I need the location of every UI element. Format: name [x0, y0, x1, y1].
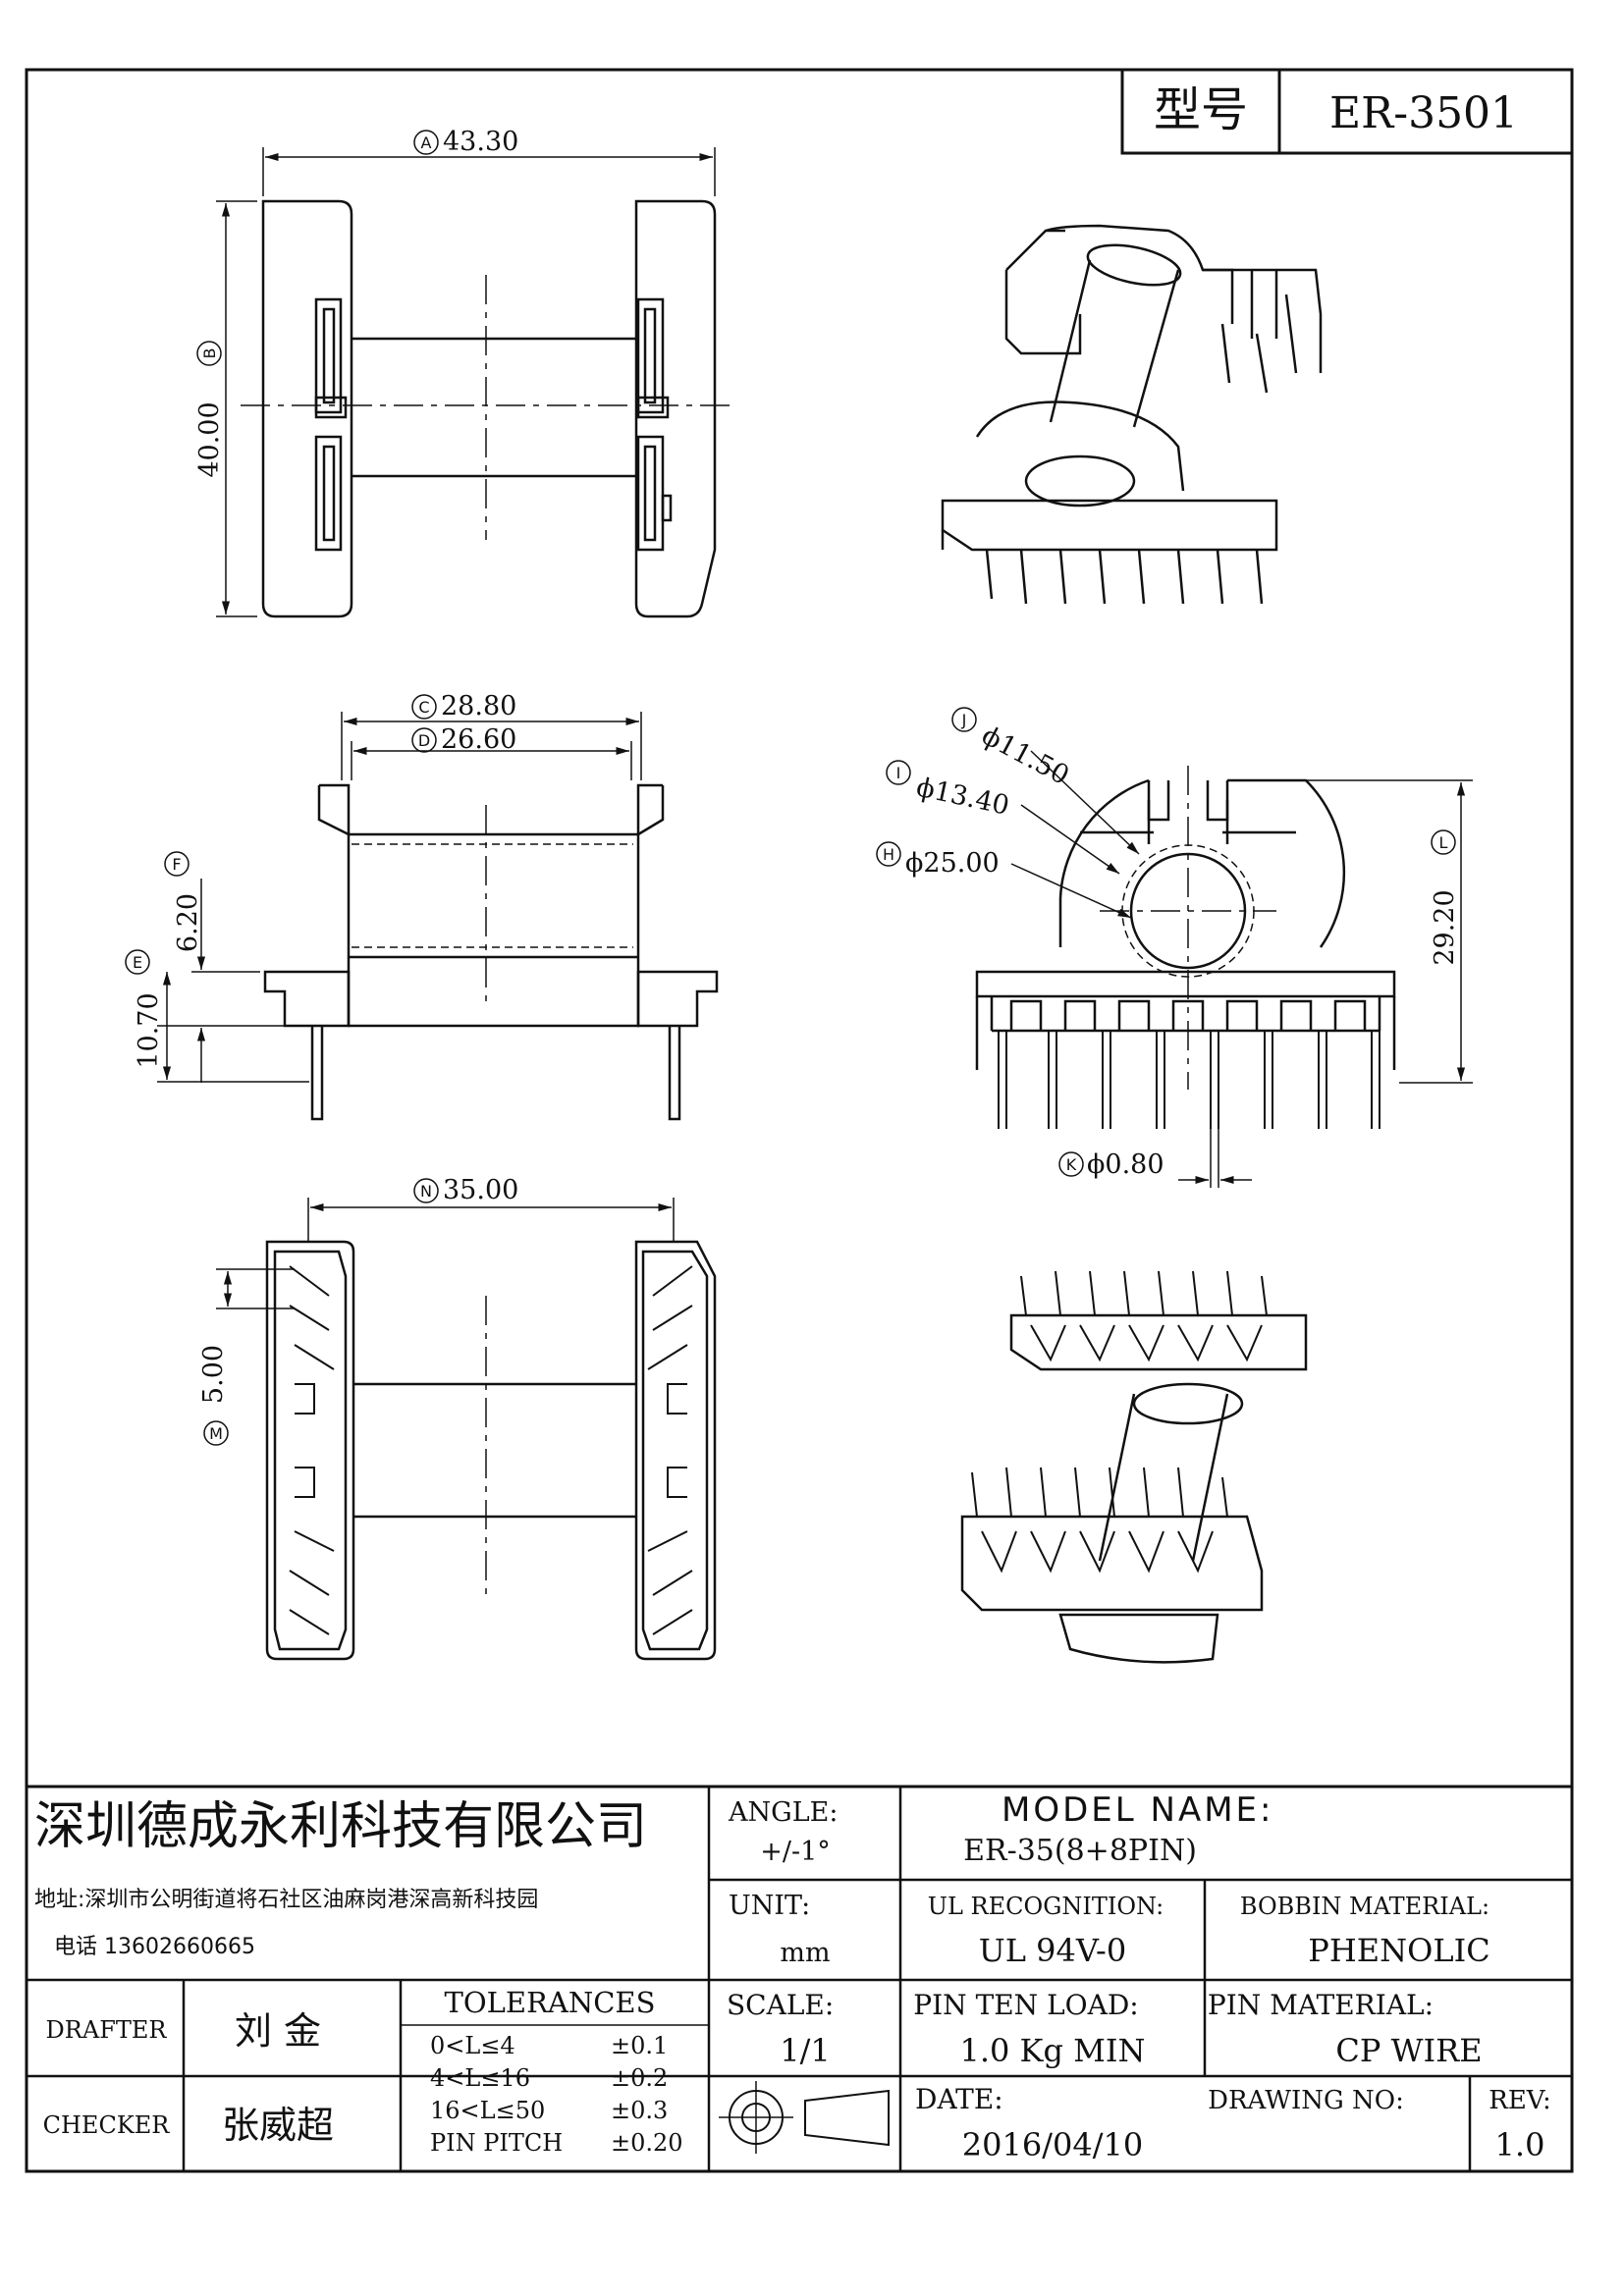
- company-address: 地址:深圳市公明街道将石社区油麻岗港深高新科技园: [34, 1888, 538, 1912]
- model-label: 型号: [1154, 82, 1248, 137]
- checker-label: CHECKER: [43, 2111, 171, 2139]
- date-label: DATE:: [915, 2083, 1003, 2115]
- svg-text:F: F: [172, 855, 181, 874]
- model-header: 型号 ER-3501: [1120, 68, 1574, 155]
- tolerance-range-4: PIN PITCH: [430, 2129, 563, 2157]
- isometric-view-top: [941, 224, 1323, 605]
- angle-label: ANGLE:: [728, 1797, 838, 1828]
- dim-e-label: E 10.70: [125, 949, 164, 1069]
- tolerance-value-3: ±0.3: [611, 2097, 668, 2124]
- svg-text:40.00: 40.00: [194, 401, 225, 477]
- svg-text:ϕ25.00: ϕ25.00: [905, 848, 1000, 879]
- svg-text:M: M: [209, 1424, 223, 1443]
- svg-text:N: N: [420, 1182, 432, 1201]
- dim-f-label: F 6.20: [164, 851, 203, 952]
- svg-text:5.00: 5.00: [198, 1345, 229, 1404]
- svg-text:43.30: 43.30: [443, 127, 518, 157]
- drafter-value: 刘 金: [235, 2009, 321, 2053]
- isometric-view-bottom: [960, 1270, 1308, 1664]
- svg-text:ϕ11.50: ϕ11.50: [977, 721, 1074, 791]
- dim-j-label: J ϕ11.50: [951, 707, 1074, 791]
- svg-text:J: J: [961, 711, 967, 729]
- svg-text:29.20: 29.20: [1430, 889, 1460, 965]
- svg-text:C: C: [418, 698, 429, 717]
- sheet-border: [25, 68, 1574, 2173]
- angle-value: +/-1°: [760, 1837, 831, 1867]
- tolerances-label: TOLERANCES: [445, 1986, 656, 2019]
- tolerance-value-4: ±0.20: [611, 2129, 683, 2157]
- pin-material-label: PIN MATERIAL:: [1208, 1989, 1434, 2021]
- ul-value: UL 94V-0: [979, 1932, 1126, 1969]
- title-block-text: 深圳德成永利科技有限公司 地址:深圳市公明街道将石社区油麻岗港深高新科技园 电话…: [34, 1790, 1551, 2163]
- svg-text:35.00: 35.00: [443, 1175, 518, 1205]
- svg-text:A: A: [421, 133, 432, 152]
- svg-text:D: D: [418, 731, 430, 750]
- bobbin-material-label: BOBBIN MATERIAL:: [1240, 1893, 1489, 1920]
- model-name-value: ER-35(8+8PIN): [963, 1834, 1197, 1868]
- svg-text:K: K: [1066, 1155, 1077, 1174]
- svg-text:ϕ13.40: ϕ13.40: [914, 773, 1012, 822]
- side-view: [157, 712, 719, 1121]
- drafter-label: DRAFTER: [46, 2016, 168, 2044]
- tolerance-range-3: 16<L≤50: [430, 2097, 545, 2124]
- tolerance-value-1: ±0.1: [611, 2032, 668, 2059]
- tolerance-range-2: 4<L≤16: [430, 2064, 530, 2092]
- front-view: [975, 750, 1473, 1188]
- scale-value: 1/1: [780, 2032, 831, 2069]
- dim-l-label: L 29.20: [1430, 829, 1460, 966]
- date-value: 2016/04/10: [962, 2126, 1143, 2163]
- tolerance-range-1: 0<L≤4: [430, 2032, 515, 2059]
- ul-label: UL RECOGNITION:: [928, 1893, 1164, 1920]
- pin-load-value: 1.0 Kg MIN: [959, 2032, 1145, 2069]
- dim-b-label: 40.00 B: [194, 341, 225, 478]
- svg-text:E: E: [133, 953, 142, 972]
- pin-material-value: CP WIRE: [1335, 2032, 1482, 2069]
- svg-text:10.70: 10.70: [134, 992, 164, 1068]
- title-block: [27, 1785, 1572, 2171]
- svg-text:B: B: [200, 348, 219, 359]
- dim-d-label: D 26.60: [411, 724, 516, 755]
- svg-text:ϕ0.80: ϕ0.80: [1087, 1149, 1164, 1180]
- svg-text:L: L: [1439, 833, 1448, 852]
- svg-text:28.80: 28.80: [441, 691, 516, 721]
- unit-value: mm: [780, 1938, 830, 1968]
- svg-text:H: H: [883, 845, 894, 864]
- tolerance-value-2: ±0.2: [611, 2064, 668, 2092]
- dim-h-label: H ϕ25.00: [876, 841, 1000, 879]
- dim-a-label: A 43.30: [413, 127, 518, 157]
- dim-i-label: I ϕ13.40: [886, 760, 1012, 822]
- svg-text:I: I: [896, 764, 901, 782]
- model-value: ER-3501: [1329, 88, 1518, 138]
- bottom-view: [216, 1198, 717, 1661]
- dim-c-label: C 28.80: [411, 691, 516, 721]
- dim-k-label: K ϕ0.80: [1058, 1149, 1164, 1180]
- rev-label: REV:: [1489, 2086, 1550, 2115]
- company-name: 深圳德成永利科技有限公司: [34, 1797, 647, 1856]
- rev-value: 1.0: [1495, 2126, 1545, 2163]
- scale-label: SCALE:: [727, 1989, 834, 2021]
- model-name-label: MODEL NAME:: [1001, 1790, 1273, 1830]
- bobbin-material-value: PHENOLIC: [1308, 1932, 1489, 1969]
- checker-value: 张威超: [222, 2104, 334, 2147]
- svg-text:26.60: 26.60: [441, 724, 516, 755]
- company-phone: 电话 13602660665: [54, 1935, 255, 1959]
- drawing-no-label: DRAWING NO:: [1208, 2086, 1404, 2115]
- dim-n-label: N 35.00: [413, 1175, 518, 1205]
- dim-m-label: M 5.00: [198, 1345, 229, 1446]
- pin-load-label: PIN TEN LOAD:: [913, 1989, 1138, 2021]
- unit-label: UNIT:: [729, 1891, 810, 1921]
- svg-text:6.20: 6.20: [173, 893, 203, 952]
- top-view: [216, 147, 736, 618]
